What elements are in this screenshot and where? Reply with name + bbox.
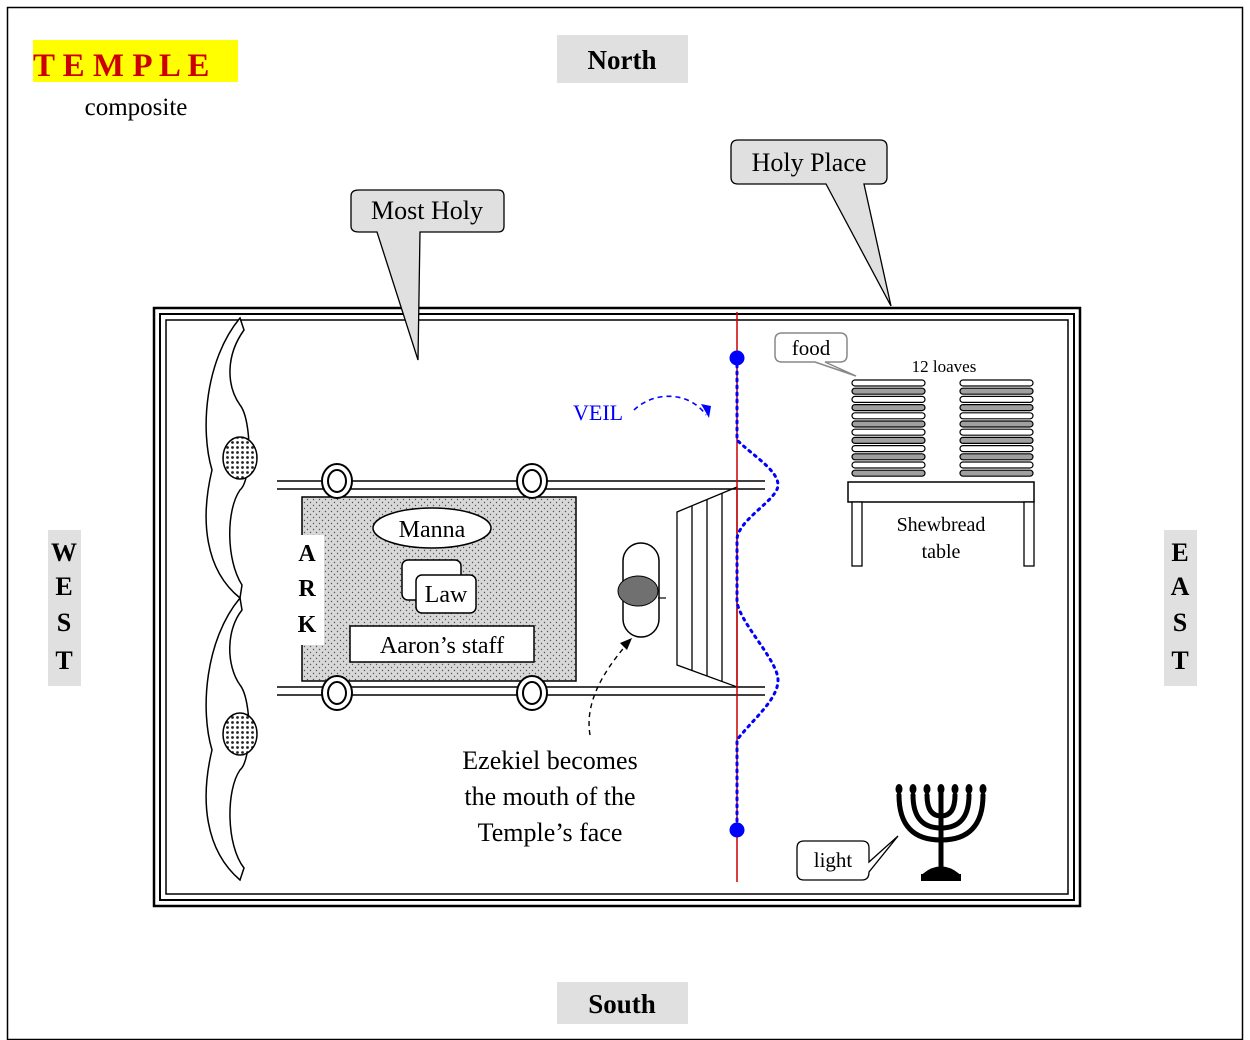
loaf-stacks: [851, 379, 1034, 477]
flame-icon: [923, 784, 931, 794]
loaf: [851, 461, 926, 469]
veil-anchor-dot-icon: [729, 822, 745, 838]
ark-ring-icon: [516, 675, 548, 711]
svg-text:E: E: [1171, 538, 1188, 567]
loaf: [959, 445, 1034, 453]
flame-icon: [965, 784, 973, 794]
loaf: [851, 445, 926, 453]
svg-text:Most Holy: Most Holy: [371, 196, 483, 225]
svg-text:Shewbread: Shewbread: [897, 514, 986, 536]
loaves-label: 12 loaves: [912, 357, 977, 376]
svg-text:W: W: [51, 538, 77, 567]
callout-holy-place: Holy Place: [730, 139, 892, 307]
aarons-staff: Aaron’s staff: [349, 625, 535, 663]
title-block: T E M P L E composite: [33, 40, 238, 121]
temple-outline: [152, 306, 1082, 908]
loaf: [851, 387, 926, 395]
veil-arrowhead: [701, 404, 711, 418]
flame-icon: [909, 784, 917, 794]
shewbread-table: Shewbread table: [847, 481, 1035, 567]
loaf: [959, 453, 1034, 461]
loaf: [959, 436, 1034, 444]
loaf: [851, 420, 926, 428]
loaf: [959, 412, 1034, 420]
ezekiel-note: Ezekiel becomes the mouth of the Temple’…: [462, 746, 637, 847]
loaf: [851, 404, 926, 412]
title-text: T E M P L E: [33, 48, 209, 84]
compass-west: W E S T: [48, 530, 81, 686]
page-frame: [6, 6, 1244, 1040]
cherub-wings: [205, 316, 258, 882]
menorah-icon: [896, 789, 986, 881]
svg-text:A: A: [1171, 572, 1190, 601]
flame-icon: [951, 784, 959, 794]
ezekiel-arrow: [588, 642, 629, 736]
callout-light: light: [796, 835, 899, 881]
loaf: [959, 469, 1034, 477]
loaf: [959, 395, 1034, 403]
svg-text:Aaron’s staff: Aaron’s staff: [380, 633, 504, 659]
loaf: [851, 412, 926, 420]
loaf: [851, 379, 926, 387]
veil-curtain: [735, 356, 780, 832]
svg-text:the mouth of the: the mouth of the: [464, 782, 635, 811]
svg-text:Law: Law: [425, 582, 468, 608]
ark-ring-icon: [516, 463, 548, 499]
loaf: [959, 428, 1034, 436]
ark-ring-icon: [321, 463, 353, 499]
menorah-flames: [895, 784, 987, 794]
svg-text:R: R: [298, 576, 316, 602]
callout-most-holy: Most Holy: [350, 189, 505, 361]
veil-anchor-dot-icon: [729, 350, 745, 366]
svg-text:South: South: [588, 989, 656, 1019]
flame-icon: [895, 784, 903, 794]
title-highlight: [33, 40, 238, 82]
compass-north: North: [557, 35, 688, 83]
svg-text:E: E: [55, 572, 72, 601]
flame-icon: [979, 784, 987, 794]
cherub-eye-icon: [222, 436, 258, 480]
steps: [676, 486, 738, 688]
svg-text:Temple’s face: Temple’s face: [478, 818, 623, 847]
svg-text:K: K: [298, 612, 317, 638]
svg-text:A: A: [298, 541, 316, 567]
svg-text:light: light: [814, 848, 853, 872]
ezekiel-arrowhead: [620, 638, 632, 650]
compass-south: South: [557, 982, 688, 1024]
mouth-capsule: [617, 542, 666, 638]
manna-item: Manna: [372, 507, 492, 549]
veil-arrow: [633, 395, 707, 416]
cherub-eye-icon: [222, 712, 258, 756]
compass-east: E A S T: [1164, 530, 1197, 686]
flame-icon: [937, 784, 945, 794]
svg-text:table: table: [922, 541, 961, 563]
svg-text:North: North: [588, 45, 657, 75]
svg-text:Ezekiel becomes: Ezekiel becomes: [462, 746, 637, 775]
svg-text:T: T: [1171, 646, 1188, 675]
loaf: [959, 379, 1034, 387]
loaf: [851, 453, 926, 461]
loaf: [959, 404, 1034, 412]
ark-label: A R K: [290, 535, 324, 645]
svg-text:Holy Place: Holy Place: [752, 148, 867, 177]
ark-rings: [321, 463, 548, 711]
svg-text:Manna: Manna: [399, 517, 466, 543]
loaf: [851, 436, 926, 444]
law-tablets: Law: [401, 559, 477, 614]
loaf: [851, 395, 926, 403]
ark-ring-icon: [321, 675, 353, 711]
svg-text:T: T: [55, 646, 72, 675]
loaf: [851, 428, 926, 436]
veil-label: VEIL: [573, 400, 623, 425]
svg-text:S: S: [1173, 608, 1187, 637]
svg-text:food: food: [792, 336, 831, 360]
loaf: [959, 420, 1034, 428]
loaf: [959, 387, 1034, 395]
loaf: [959, 461, 1034, 469]
title-subtitle: composite: [85, 94, 188, 121]
callout-food: food: [774, 332, 857, 377]
svg-text:S: S: [57, 608, 71, 637]
loaf: [851, 469, 926, 477]
